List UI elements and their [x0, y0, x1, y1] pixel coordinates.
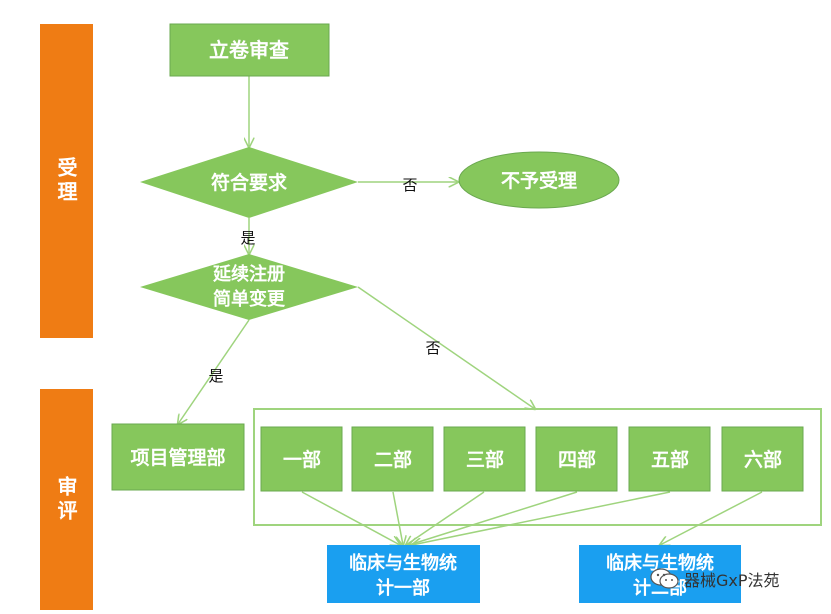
node-dept5: [628, 426, 711, 492]
edge-dept3-to-clinical1: [406, 491, 485, 545]
node-renewal-change-line2: 简单变更: [213, 288, 286, 310]
wechat-icon: [650, 567, 680, 591]
node-dept5-label: 五部: [651, 448, 689, 471]
watermark-text: 器械GxP法苑: [684, 571, 780, 590]
node-not-accepted: [458, 151, 620, 209]
edge-dept5-to-clinical1: [412, 491, 671, 545]
node-clinical-1-line1: 临床与生物统: [349, 552, 457, 574]
edge-dept6-to-clinical2: [660, 491, 763, 545]
node-dept6: [721, 426, 804, 492]
node-clinical-1-line2: 计一部: [376, 577, 430, 599]
edge-dept1-to-clinical1: [301, 491, 400, 545]
lane-accept-bar: [40, 24, 93, 338]
node-dept1: [260, 426, 343, 492]
lane-review-bar: [40, 389, 93, 610]
edge-label-yes-2: 是: [208, 367, 223, 385]
node-dept4-label: 四部: [558, 448, 596, 471]
node-dept6-label: 六部: [744, 448, 782, 471]
watermark: 器械GxP法苑: [650, 566, 830, 592]
edge-label-no-1: 否: [402, 176, 417, 194]
node-meets-requirements: [140, 147, 358, 218]
node-dept3: [443, 426, 526, 492]
edge-renewal-to-depts: [357, 286, 535, 409]
lane-review-label: 审评: [54, 475, 78, 524]
node-project-mgmt: [111, 423, 245, 491]
node-dept2-label: 二部: [374, 448, 412, 471]
node-not-accepted-label: 不予受理: [501, 169, 577, 192]
node-clinical-2-line1: 临床与生物统: [606, 552, 714, 574]
lane-accept-label: 受理: [54, 156, 78, 205]
edge-label-yes-1: 是: [240, 229, 255, 247]
node-dept2: [351, 426, 434, 492]
node-dept4: [535, 426, 618, 492]
node-filing-review: [169, 23, 330, 77]
node-renewal-change: [140, 254, 358, 320]
node-dept1-label: 一部: [283, 448, 321, 471]
edge-renewal-to-project: [178, 319, 250, 424]
node-meets-requirements-label: 符合要求: [211, 171, 288, 194]
edge-label-no-2: 否: [425, 339, 440, 357]
node-filing-review-label: 立卷审查: [209, 38, 289, 62]
node-project-mgmt-label: 项目管理部: [130, 446, 225, 469]
node-clinical-1: [327, 545, 480, 603]
edge-dept4-to-clinical1: [409, 491, 578, 545]
departments-group: [253, 408, 822, 526]
node-renewal-change-line1: 延续注册: [212, 263, 285, 285]
node-dept3-label: 三部: [466, 448, 504, 471]
edge-dept2-to-clinical1: [392, 491, 403, 545]
